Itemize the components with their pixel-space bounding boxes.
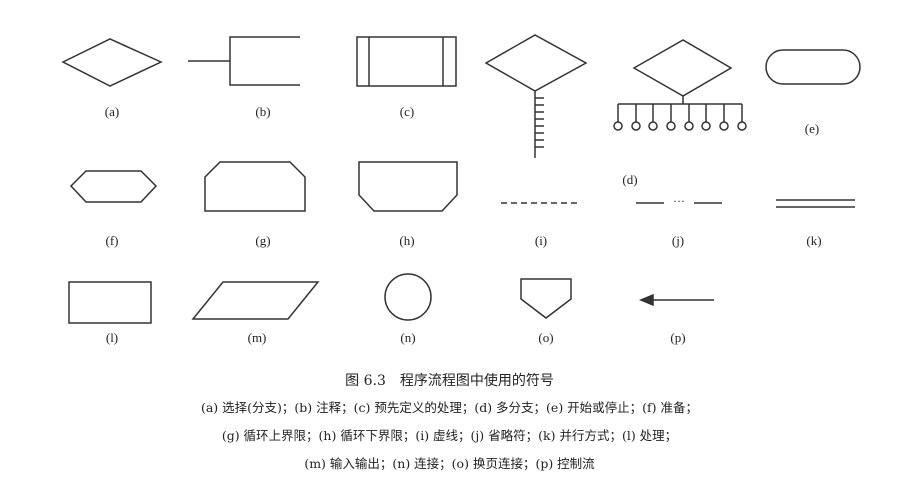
label-b: (b) (255, 104, 271, 119)
terminator-shape (765, 49, 861, 85)
label-a: (a) (104, 104, 120, 119)
off-page-connector-shape (520, 278, 572, 319)
input-output-parallelogram-shape (191, 281, 320, 320)
figure-caption-line-1: (a) 选择(分支)；(b) 注释；(c) 预先定义的处理；(d) 多分支；(e… (200, 400, 699, 415)
label-c: (c) (399, 104, 415, 119)
label-e: (e) (804, 121, 820, 136)
loop-upper-limit-shape (204, 161, 306, 212)
label-p: (p) (670, 330, 686, 345)
label-i: (i) (534, 233, 548, 248)
multi-branch-shape (613, 39, 747, 131)
annotation-shape (188, 36, 300, 86)
label-d: (d) (622, 172, 638, 187)
label-n: (n) (400, 330, 416, 345)
label-f: (f) (105, 233, 119, 248)
preparation-hexagon-shape (69, 170, 158, 203)
parallel-lines-shape (776, 199, 855, 208)
process-rectangle-shape (68, 281, 152, 324)
label-o: (o) (538, 330, 554, 345)
connector-circle-shape (384, 273, 432, 321)
predefined-process-shape (356, 36, 457, 87)
control-flow-arrow-shape (639, 293, 714, 307)
figure-caption-line-2: (g) 循环上界限；(h) 循环下界限；(i) 虚线；(j) 省略符；(k) 并… (221, 428, 678, 443)
label-k: (k) (806, 233, 822, 248)
label-m: (m) (247, 330, 267, 345)
figure-caption-title: 图 6.3 程序流程图中使用的符号 (345, 373, 554, 389)
label-h: (h) (399, 233, 415, 248)
ellipsis-dots: ··· (673, 194, 685, 208)
figure-caption-line-3: (m) 输入输出；(n) 连接；(o) 换页连接；(p) 控制流 (304, 456, 595, 471)
decision-diamond-shape (61, 38, 163, 87)
label-g: (g) (255, 233, 271, 248)
label-j: (j) (671, 233, 685, 248)
multi-branch-diamond-comb-shape (484, 34, 588, 158)
label-l: (l) (105, 330, 119, 345)
loop-lower-limit-shape (358, 161, 458, 212)
